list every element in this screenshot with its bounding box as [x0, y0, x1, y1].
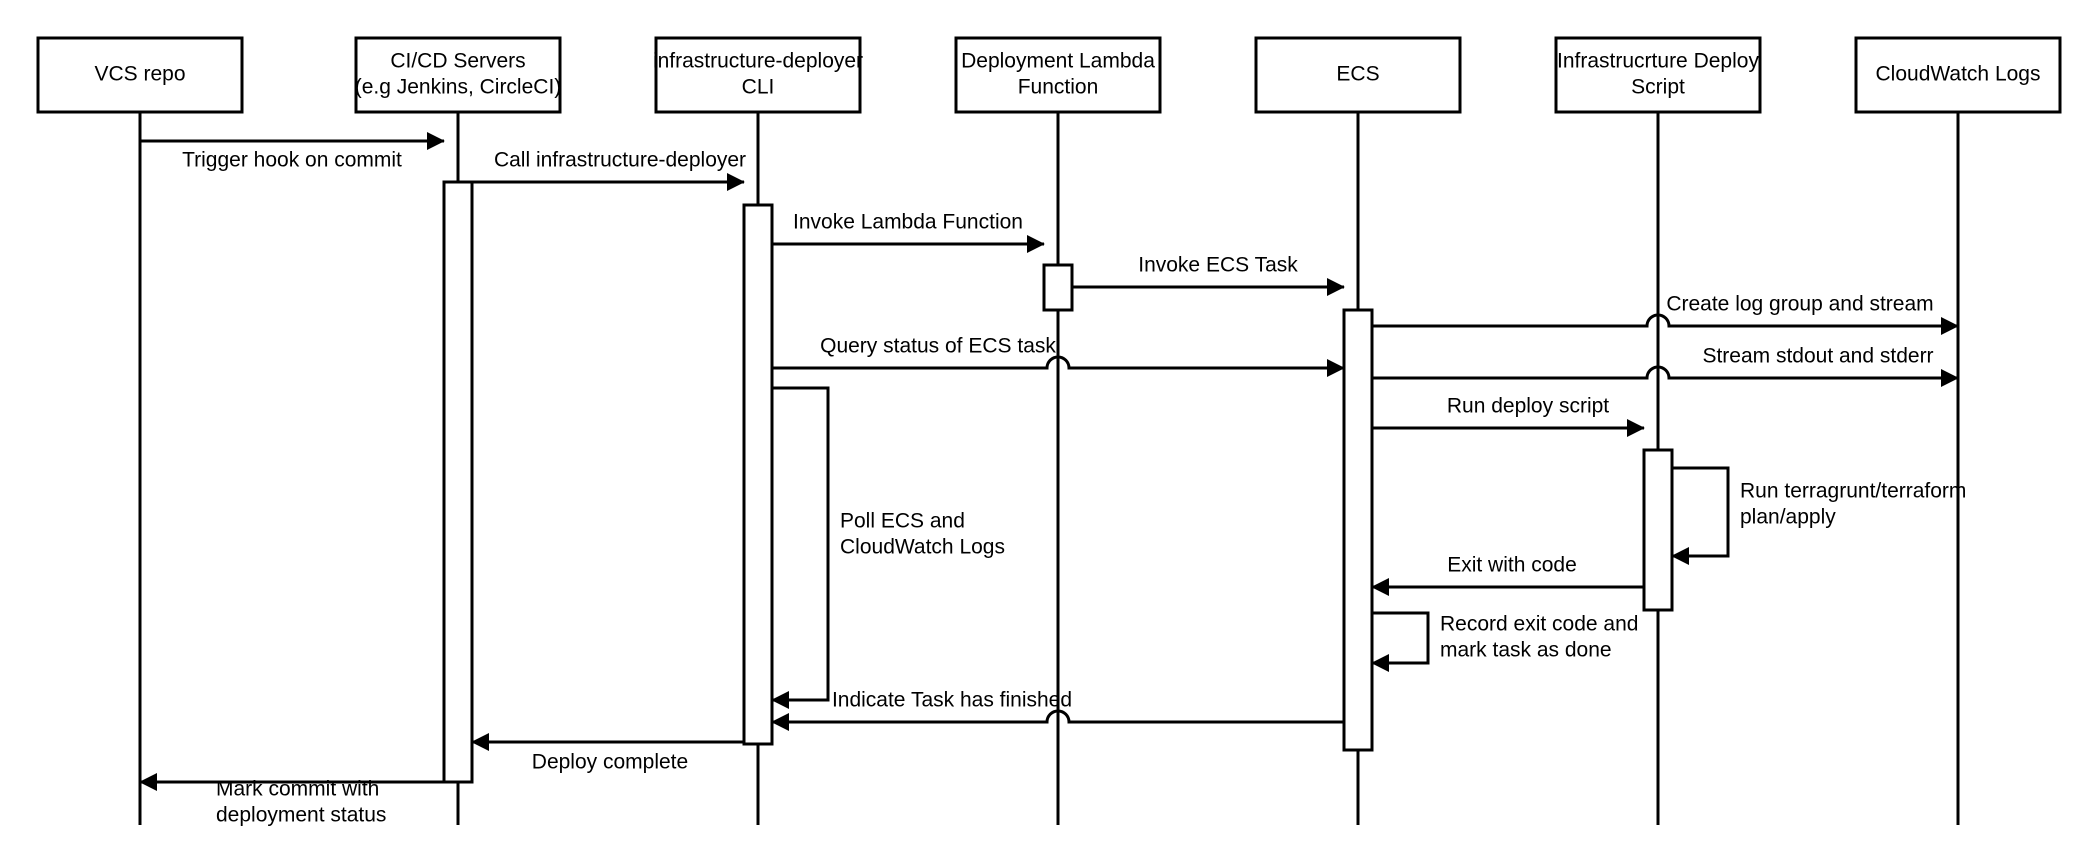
self-calls-layer [771, 386, 1730, 709]
msg-invoke-lambda-label-line: Invoke Lambda Function [793, 211, 1023, 234]
msg-create-log-group [1372, 313, 1959, 335]
self-record-exit-label-line: mark task as done [1440, 639, 1612, 662]
msg-query-status-label: Query status of ECS task [820, 335, 1056, 358]
msg-call-deployer-label-line: Call infrastructure-deployer [494, 149, 746, 172]
msg-deploy-complete-label: Deploy complete [532, 751, 688, 774]
msg-trigger-hook-label: Trigger hook on commit [182, 149, 402, 172]
msg-invoke-ecs-task-label-line: Invoke ECS Task [1138, 254, 1298, 277]
msg-stream-stdout [1372, 365, 1959, 387]
self-poll-ecs [771, 386, 830, 709]
msg-run-deploy-script-label-line: Run deploy script [1447, 395, 1609, 418]
self-poll-ecs-label-line: CloudWatch Logs [840, 536, 1005, 559]
msg-stream-stdout-label-line: Stream stdout and stderr [1702, 345, 1933, 368]
participant-label-cloudwatch-line: CloudWatch Logs [1876, 63, 2041, 86]
activation-bar-cli [742, 203, 774, 746]
participant-label-cicd: CI/CD Servers (e.g Jenkins, CircleCI) [355, 50, 562, 99]
msg-stream-stdout-label: Stream stdout and stderr [1702, 345, 1933, 368]
msg-indicate-task-finished-label: Indicate Task has finished [832, 689, 1072, 712]
activation-bar-deployscript [1642, 448, 1674, 612]
messages-layer [139, 132, 1959, 791]
participant-label-vcs-line: VCS repo [94, 63, 185, 86]
participant-label-deployscript-line: Infrastrucrture Deploy [1557, 50, 1759, 73]
msg-invoke-lambda-label: Invoke Lambda Function [793, 211, 1023, 234]
participant-label-lambda-line: Deployment Lambda [961, 50, 1155, 73]
msg-mark-commit-label-line: Mark commit with [216, 778, 379, 801]
msg-indicate-task-finished [771, 709, 1344, 731]
participant-box-cicd[interactable] [354, 36, 562, 114]
participant-box-cli[interactable] [654, 36, 862, 114]
participant-box-ecs[interactable] [1254, 36, 1462, 114]
participant-label-ecs-line: ECS [1336, 63, 1379, 86]
self-record-exit-label: Record exit code and mark task as done [1440, 613, 1638, 662]
msg-exit-with-code-label: Exit with code [1447, 554, 1577, 577]
participant-label-cloudwatch: CloudWatch Logs [1876, 63, 2041, 86]
msg-query-status-label-line: Query status of ECS task [820, 335, 1056, 358]
participant-box-vcs[interactable] [36, 36, 244, 114]
msg-trigger-hook-label-line: Trigger hook on commit [182, 149, 402, 172]
activations-layer [442, 180, 1674, 784]
self-record-exit-label-line: Record exit code and [1440, 613, 1638, 636]
msg-run-deploy-script-label: Run deploy script [1447, 395, 1609, 418]
msg-exit-with-code-label-line: Exit with code [1447, 554, 1577, 577]
msg-indicate-task-finished-label-line: Indicate Task has finished [832, 689, 1072, 712]
self-poll-ecs-label-line: Poll ECS and [840, 510, 965, 533]
self-terragrunt-label: Run terragrunt/terraform plan/apply [1740, 480, 1966, 529]
participant-box-lambda[interactable] [954, 36, 1162, 114]
participant-label-ecs: ECS [1336, 63, 1379, 86]
self-terragrunt [1671, 466, 1730, 565]
message-labels-layer: Trigger hook on commit Call infrastructur… [182, 149, 1966, 827]
participant-label-deployscript-line: Script [1631, 76, 1685, 99]
participant-label-cli-line: CLI [742, 76, 775, 99]
participant-label-vcs: VCS repo [94, 63, 185, 86]
msg-invoke-ecs-task-label: Invoke ECS Task [1138, 254, 1298, 277]
msg-mark-commit-label-line: deployment status [216, 804, 386, 827]
activation-bar-ecs [1342, 308, 1374, 752]
participant-label-cicd-line: (e.g Jenkins, CircleCI) [355, 76, 562, 99]
self-record-exit [1371, 611, 1430, 672]
participant-box-deployscript[interactable] [1554, 36, 1762, 114]
msg-query-status [772, 355, 1345, 377]
msg-create-log-group-label: Create log group and stream [1666, 293, 1933, 316]
participant-label-cli-line: infrastructure-deployer [653, 50, 863, 73]
activation-bar-cicd [442, 180, 474, 784]
activation-bar-lambda [1042, 263, 1074, 312]
self-terragrunt-label-line: Run terragrunt/terraform [1740, 480, 1966, 503]
msg-call-deployer-label: Call infrastructure-deployer [494, 149, 746, 172]
self-terragrunt-label-line: plan/apply [1740, 506, 1836, 529]
participant-label-cicd-line: CI/CD Servers [390, 50, 525, 73]
actor-boxes-layer: VCS repo CI/CD Servers (e.g Jenkins, Circl… [36, 36, 2062, 114]
participant-box-cloudwatch[interactable] [1854, 36, 2062, 114]
msg-create-log-group-label-line: Create log group and stream [1666, 293, 1933, 316]
msg-deploy-complete-label-line: Deploy complete [532, 751, 688, 774]
participant-label-lambda-line: Function [1018, 76, 1099, 99]
msg-mark-commit-label: Mark commit with deployment status [216, 778, 386, 827]
